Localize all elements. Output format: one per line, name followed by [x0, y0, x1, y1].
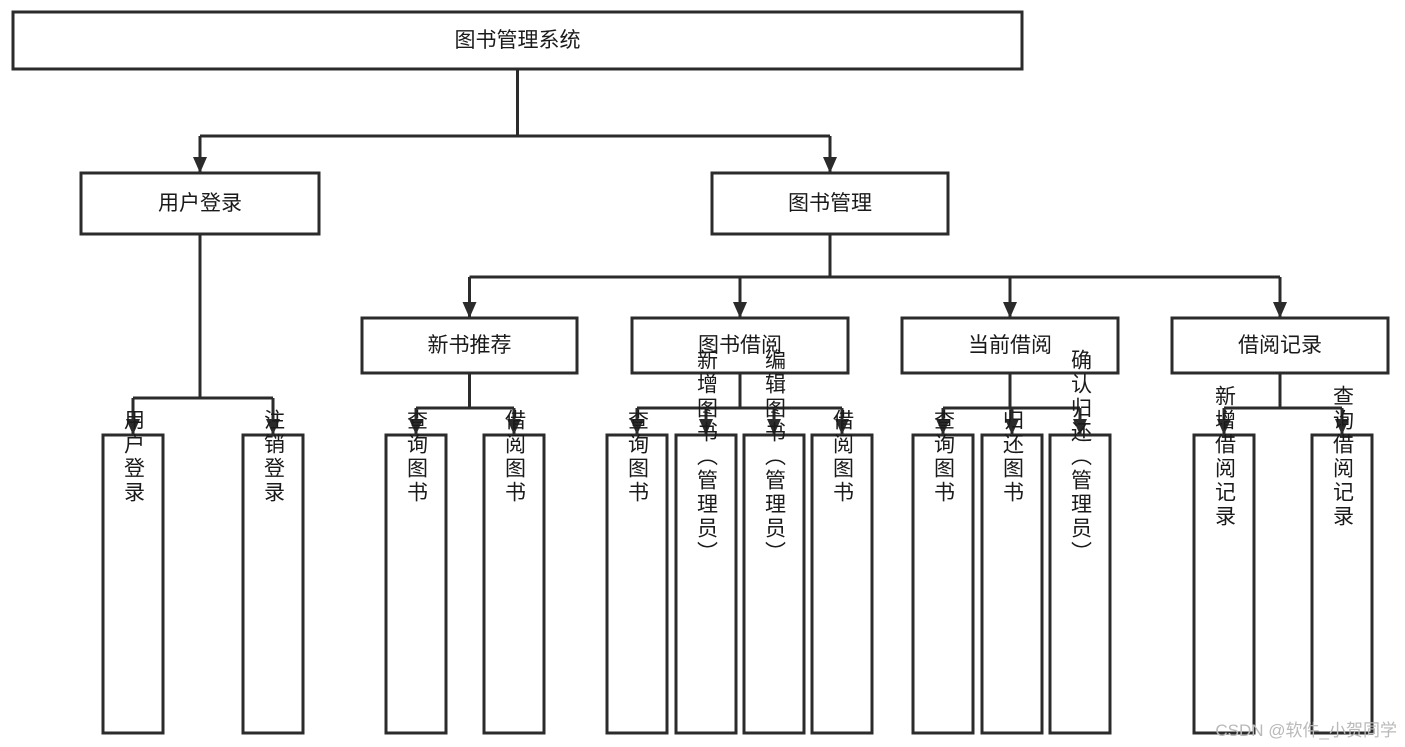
arrow-head-icon — [835, 419, 849, 435]
node-label: 用户登录 — [158, 192, 242, 215]
node-leaf-user-logout[interactable]: 注销登录 — [241, 409, 305, 735]
arrow-head-icon — [1073, 419, 1087, 435]
edge-group — [936, 373, 1087, 435]
node-label: 查询图书 — [405, 409, 429, 505]
arrow-head-icon — [1217, 419, 1231, 435]
node-label: 确认归还（管理员） — [1069, 349, 1093, 565]
node-leaf-edit-book[interactable]: 编辑图书（管理员） — [742, 349, 806, 735]
node-label: 图书借阅 — [698, 334, 782, 357]
node-leaf-query-record[interactable]: 查询借阅记录 — [1310, 385, 1374, 735]
node-book-manage[interactable]: 图书管理 — [710, 171, 950, 236]
node-root[interactable]: 图书管理系统 — [11, 10, 1024, 71]
node-user-login[interactable]: 用户登录 — [79, 171, 321, 236]
node-label: 当前借阅 — [968, 334, 1052, 357]
node-label: 查询图书 — [626, 409, 650, 505]
arrow-head-icon — [507, 419, 521, 435]
node-label: 归还图书 — [1001, 409, 1025, 505]
arrow-head-icon — [1003, 302, 1017, 318]
node-leaf-query-book-2[interactable]: 查询图书 — [605, 409, 669, 735]
edges-layer — [126, 69, 1349, 435]
node-leaf-query-book-1[interactable]: 查询图书 — [384, 409, 448, 735]
arrow-head-icon — [462, 302, 477, 318]
edge-group — [462, 234, 1287, 318]
node-leaf-add-record[interactable]: 新增借阅记录 — [1192, 385, 1256, 735]
arrow-head-icon — [193, 157, 207, 173]
node-label: 借阅记录 — [1238, 334, 1322, 357]
arrow-head-icon — [1005, 419, 1019, 435]
arrow-head-icon — [1335, 419, 1349, 435]
node-book-borrow[interactable]: 图书借阅 — [630, 316, 850, 375]
node-label: 图书管理 — [788, 192, 872, 215]
edge-group — [193, 69, 837, 173]
node-label: 新增图书（管理员） — [695, 349, 719, 565]
arrow-head-icon — [767, 419, 781, 435]
node-label: 查询借阅记录 — [1331, 385, 1355, 529]
arrow-head-icon — [823, 157, 837, 173]
arrow-head-icon — [699, 419, 713, 435]
node-label: 借阅图书 — [503, 409, 527, 505]
node-leaf-confirm-return[interactable]: 确认归还（管理员） — [1048, 349, 1112, 735]
node-leaf-return-book[interactable]: 归还图书 — [980, 409, 1044, 735]
node-leaf-user-login[interactable]: 用户登录 — [101, 409, 165, 735]
arrow-head-icon — [266, 419, 280, 435]
node-new-book-recommend[interactable]: 新书推荐 — [360, 316, 579, 375]
node-label: 编辑图书（管理员） — [763, 349, 787, 565]
node-label: 新增借阅记录 — [1213, 385, 1237, 529]
arrow-head-icon — [1273, 302, 1287, 318]
node-label: 用户登录 — [122, 409, 146, 505]
arrow-head-icon — [936, 419, 950, 435]
node-label: 查询图书 — [932, 409, 956, 505]
arrow-head-icon — [733, 302, 747, 318]
node-leaf-add-book[interactable]: 新增图书（管理员） — [674, 349, 738, 735]
node-label: 借阅图书 — [831, 409, 855, 505]
node-label: 注销登录 — [262, 409, 286, 505]
edge-group — [1217, 373, 1349, 435]
edge-group — [409, 373, 521, 435]
arrow-head-icon — [630, 419, 644, 435]
arrow-head-icon — [409, 419, 423, 435]
node-leaf-query-book-3[interactable]: 查询图书 — [911, 409, 975, 735]
node-current-borrow[interactable]: 当前借阅 — [900, 316, 1120, 375]
node-borrow-record[interactable]: 借阅记录 — [1170, 316, 1390, 375]
node-label: 新书推荐 — [428, 334, 512, 357]
edge-group — [126, 234, 280, 435]
arrow-head-icon — [126, 419, 140, 435]
nodes-layer: 图书管理系统用户登录图书管理新书推荐图书借阅当前借阅借阅记录用户登录注销登录查询… — [11, 10, 1390, 735]
node-label: 图书管理系统 — [455, 29, 581, 52]
edge-group — [630, 373, 849, 435]
node-leaf-borrow-book-2[interactable]: 借阅图书 — [810, 409, 874, 735]
node-leaf-borrow-book-1[interactable]: 借阅图书 — [482, 409, 546, 735]
